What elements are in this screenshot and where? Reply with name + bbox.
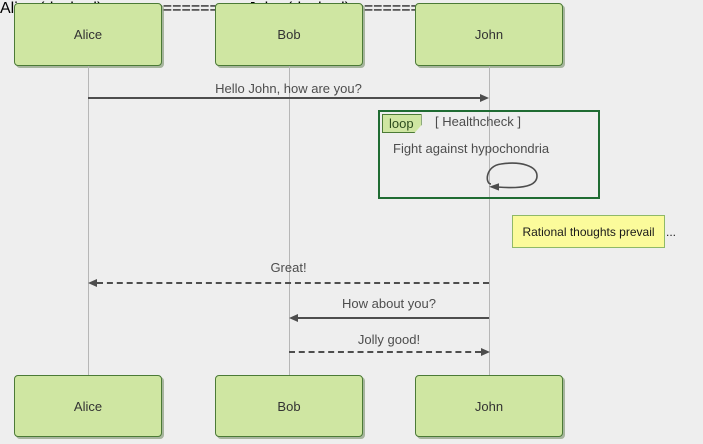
note-text: Rational thoughts prevail bbox=[522, 224, 655, 239]
participant-label-bob-top: Bob bbox=[277, 27, 301, 42]
lifeline-alice bbox=[88, 66, 89, 375]
arrow-head-great bbox=[88, 279, 97, 287]
arrow-head-jolly-good bbox=[481, 348, 490, 356]
participant-label-alice-top: Alice bbox=[73, 27, 103, 42]
loop-fragment-body-text: Fight against hypochondria bbox=[393, 141, 550, 156]
loop-fragment-tag: loop bbox=[382, 114, 422, 133]
participant-box-john-bottom[interactable]: John bbox=[415, 375, 563, 437]
loop-fragment-condition: [ Healthcheck ] bbox=[435, 114, 521, 129]
message-line-hello-john bbox=[88, 97, 480, 99]
participant-label-alice-bottom: Alice bbox=[73, 398, 103, 414]
note-rational-thoughts[interactable]: Rational thoughts prevail bbox=[512, 215, 665, 248]
message-line-jolly-good bbox=[289, 351, 481, 353]
loop-fragment bbox=[378, 110, 600, 199]
message-label-hello-john: Hello John, how are you? bbox=[215, 81, 362, 96]
message-line-great bbox=[97, 282, 489, 284]
arrow-head-how-about-you bbox=[289, 314, 298, 322]
lifeline-bob bbox=[289, 66, 290, 375]
lifeline-john bbox=[489, 66, 490, 375]
arrow-head-hello-john bbox=[480, 94, 489, 102]
note-text-overflow: ... bbox=[666, 225, 677, 239]
participant-box-alice-top[interactable]: Alice bbox=[14, 3, 162, 66]
participant-box-john-top[interactable]: John bbox=[415, 3, 563, 66]
participant-label-john-bottom: John bbox=[474, 398, 504, 414]
participant-label-bob-bottom: Bob bbox=[277, 398, 301, 414]
message-label-jolly-good: Jolly good! bbox=[357, 332, 421, 347]
message-label-great: Great! bbox=[270, 260, 307, 275]
participant-box-bob-bottom[interactable]: Bob bbox=[215, 375, 363, 437]
message-line-how-about-you bbox=[298, 317, 489, 319]
participant-box-bob-top[interactable]: Bob bbox=[215, 3, 363, 66]
message-label-how-about-you: How about you? bbox=[342, 296, 436, 311]
participant-label-john-top: John bbox=[474, 27, 504, 42]
participant-box-alice-bottom[interactable]: Alice bbox=[14, 375, 162, 437]
